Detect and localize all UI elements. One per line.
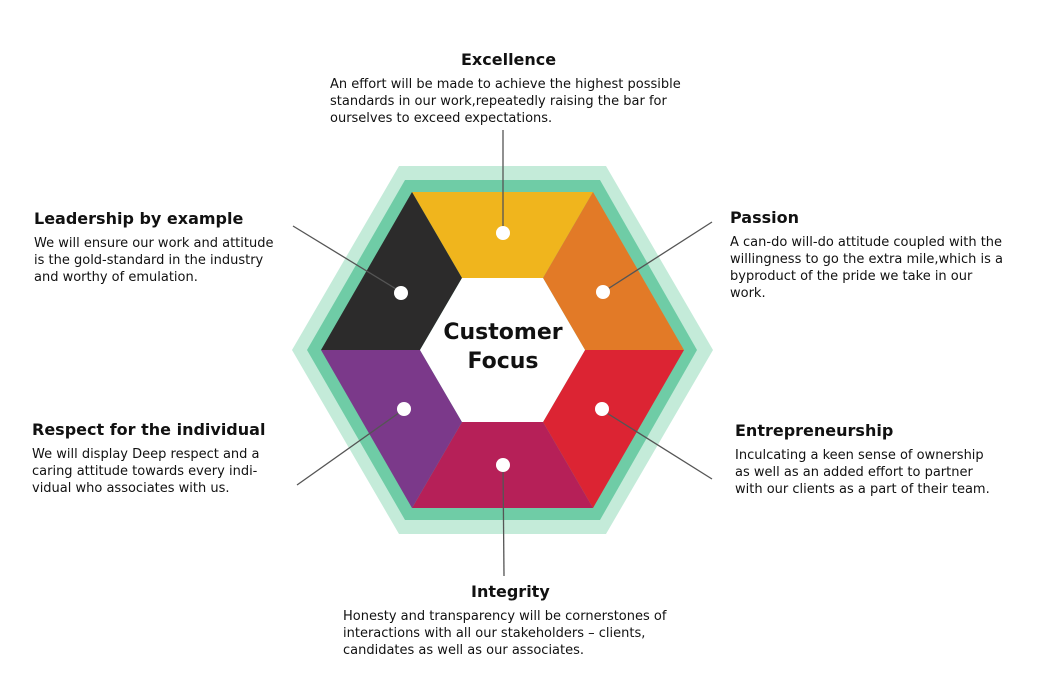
connector-line-entrepreneurship bbox=[601, 409, 713, 480]
value-block-integrity: Integrity Honesty and transparency will … bbox=[343, 582, 703, 659]
value-description-leadership: We will ensure our work and attitude is … bbox=[34, 236, 274, 285]
segment-entrepreneurship bbox=[543, 350, 684, 508]
value-title-entrepreneurship: Entrepreneurship bbox=[735, 421, 894, 440]
marker-dot-excellence bbox=[496, 226, 510, 240]
marker-dot-respect bbox=[397, 402, 411, 416]
value-title-passion: Passion bbox=[730, 208, 800, 227]
value-block-entrepreneurship: Entrepreneurship Inculcating a keen sens… bbox=[735, 421, 1025, 498]
value-description-passion: A can-do will-do attitude coupled with t… bbox=[730, 235, 1003, 301]
value-block-respect: Respect for the individual We will displ… bbox=[32, 420, 292, 497]
marker-dot-integrity bbox=[496, 458, 510, 472]
value-block-leadership: Leadership by example We will ensure our… bbox=[34, 209, 304, 286]
connector-line-leadership bbox=[292, 225, 402, 293]
marker-dot-leadership bbox=[394, 286, 408, 300]
center-label-line2: Focus bbox=[467, 349, 539, 374]
marker-dots bbox=[394, 226, 610, 472]
segment-passion bbox=[543, 192, 684, 350]
segment-leadership bbox=[321, 192, 462, 350]
value-title-integrity: Integrity bbox=[471, 582, 550, 601]
value-block-excellence: Excellence An effort will be made to ach… bbox=[330, 50, 710, 127]
center-hexagon bbox=[420, 278, 585, 422]
value-description-integrity: Honesty and transparency will be corners… bbox=[343, 609, 667, 658]
marker-dot-passion bbox=[596, 285, 610, 299]
connector-line-passion bbox=[602, 221, 713, 293]
value-description-entrepreneurship: Inculcating a keen sense of ownership as… bbox=[735, 448, 990, 497]
center-label-line1: Customer bbox=[443, 320, 563, 345]
segment-respect bbox=[321, 350, 462, 508]
value-description-respect: We will display Deep respect and a carin… bbox=[32, 447, 260, 496]
value-block-passion: Passion A can-do will-do attitude couple… bbox=[730, 208, 1030, 302]
value-description-excellence: An effort will be made to achieve the hi… bbox=[330, 77, 681, 126]
connector-line-respect bbox=[296, 409, 404, 486]
connector-line-integrity bbox=[502, 464, 505, 577]
value-title-excellence: Excellence bbox=[461, 50, 557, 69]
center-label: Customer Focus bbox=[418, 318, 588, 376]
value-title-respect: Respect for the individual bbox=[32, 420, 266, 439]
connector-lines bbox=[292, 130, 713, 577]
value-title-leadership: Leadership by example bbox=[34, 209, 244, 228]
marker-dot-entrepreneurship bbox=[595, 402, 609, 416]
